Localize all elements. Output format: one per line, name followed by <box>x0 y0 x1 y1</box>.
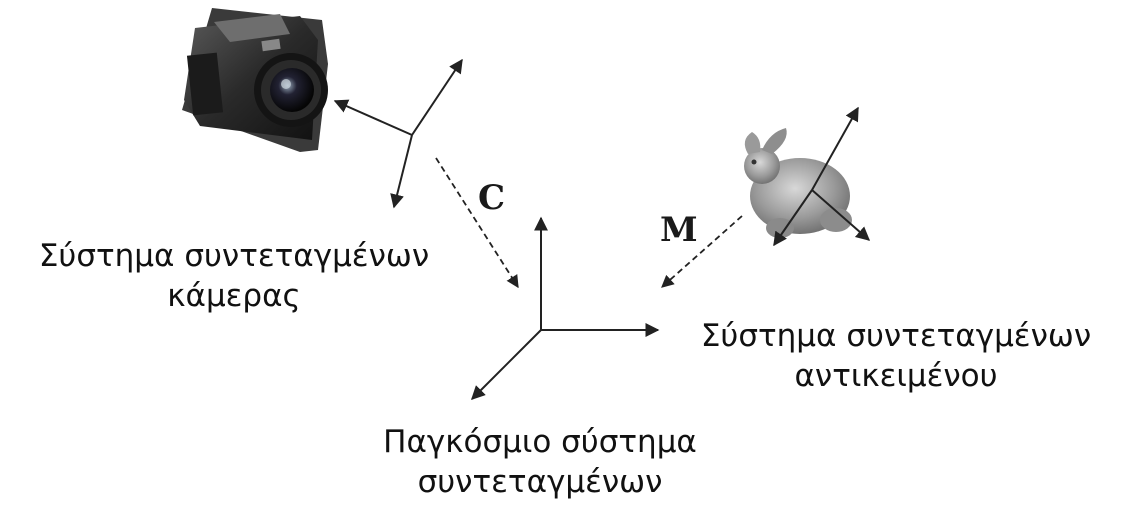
world-frame-label-line2: συντεταγμένων <box>417 464 663 500</box>
object-frame-label-line2: αντικειμένου <box>794 358 998 394</box>
object-to-world-arrow <box>661 215 743 288</box>
camera-frame-label: Σύστημα συντεταγμένων κάμερας <box>8 236 460 316</box>
object-axes <box>773 106 871 247</box>
object-frame-label-line1: Σύστημα συντεταγμένων <box>700 318 1092 354</box>
camera-axes <box>333 58 463 209</box>
object-frame-label: Σύστημα συντεταγμένων αντικειμένου <box>666 316 1126 396</box>
transform-arrows <box>435 157 743 289</box>
camera-to-world-arrow <box>435 157 519 289</box>
world-axes <box>471 216 660 400</box>
bunny-icon <box>744 128 852 238</box>
camera-icon <box>182 8 328 152</box>
object-transform-label: M <box>660 210 698 250</box>
world-frame-label-line1: Παγκόσμιο σύστημα <box>383 424 697 460</box>
camera-transform-label: C <box>478 178 506 218</box>
camera-frame-label-line1: Σύστημα συντεταγμένων <box>38 238 430 274</box>
world-frame-label: Παγκόσμιο σύστημα συντεταγμένων <box>330 422 750 502</box>
camera-frame-label-line2: κάμερας <box>167 278 301 314</box>
